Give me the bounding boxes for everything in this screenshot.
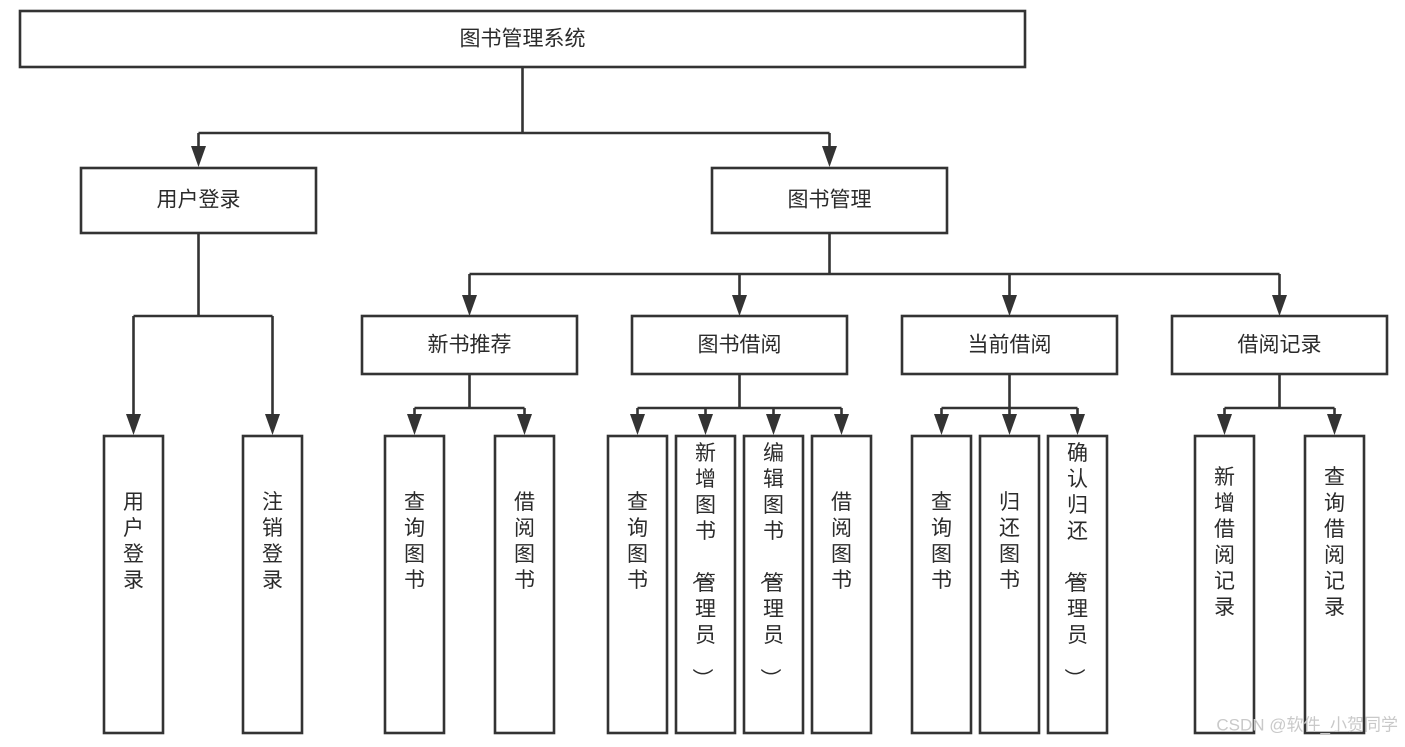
node-leaf-query-book-2-box[interactable] — [606, 434, 669, 735]
node-leaf-borrow-book-1-label: 借阅图书 — [514, 491, 535, 592]
node-leaf-return-book[interactable]: 归还图书 — [978, 434, 1041, 735]
arrow-head-new-book-recommend — [462, 295, 477, 316]
node-leaf-edit-book[interactable]: 编辑图书（管理员） — [742, 434, 805, 735]
node-user-login-label: 用户登录 — [157, 189, 241, 212]
node-leaf-add-record[interactable]: 新增借阅记录 — [1193, 434, 1256, 735]
node-leaf-logout-login-label: 注销登录 — [262, 491, 283, 592]
node-borrow-record-box[interactable] — [1170, 314, 1389, 376]
node-leaf-logout-login-box[interactable] — [241, 434, 304, 735]
arrow-head-user-login — [191, 146, 206, 167]
node-leaf-query-book-3-label: 查询图书 — [931, 491, 952, 592]
node-leaf-user-login-box[interactable] — [102, 434, 165, 735]
node-leaf-borrow-book-2-box[interactable] — [810, 434, 873, 735]
node-leaf-return-book-label: 归还图书 — [999, 491, 1020, 592]
node-leaf-query-book-1-label: 查询图书 — [404, 491, 425, 592]
node-leaf-add-book-box[interactable] — [674, 434, 737, 735]
arrow-head-leaf-confirm-return — [1070, 414, 1085, 435]
arrow-head-leaf-edit-book — [766, 414, 781, 435]
node-leaf-logout-login[interactable]: 注销登录 — [241, 434, 304, 735]
node-user-login[interactable]: 用户登录 — [79, 166, 318, 235]
node-current-borrow-label: 当前借阅 — [968, 334, 1052, 357]
arrow-head-leaf-query-book-3 — [934, 414, 949, 435]
arrow-head-leaf-query-record — [1327, 414, 1342, 435]
node-leaf-borrow-book-1-box[interactable] — [493, 434, 556, 735]
node-new-book-recommend-label: 新书推荐 — [428, 334, 512, 357]
arrow-head-leaf-user-login — [126, 414, 141, 435]
node-leaf-add-record-box[interactable] — [1193, 434, 1256, 735]
arrow-head-leaf-logout-login — [265, 414, 280, 435]
node-book-borrow[interactable]: 图书借阅 — [630, 314, 849, 376]
node-leaf-confirm-return[interactable]: 确认归还（管理员） — [1046, 434, 1109, 735]
node-user-login-box[interactable] — [79, 166, 318, 235]
node-leaf-query-record[interactable]: 查询借阅记录 — [1303, 434, 1366, 735]
node-leaf-add-book[interactable]: 新增图书（管理员） — [674, 434, 737, 735]
connector-layer — [126, 67, 1342, 435]
node-leaf-confirm-return-box[interactable] — [1046, 434, 1109, 735]
node-leaf-edit-book-label: 编辑图书（管理员） — [758, 442, 784, 689]
node-book-borrow-box[interactable] — [630, 314, 849, 376]
node-current-borrow-box[interactable] — [900, 314, 1119, 376]
node-new-book-recommend[interactable]: 新书推荐 — [360, 314, 579, 376]
node-leaf-query-record-label: 查询借阅记录 — [1324, 466, 1345, 619]
node-borrow-record-label: 借阅记录 — [1238, 334, 1322, 357]
node-leaf-add-record-label: 新增借阅记录 — [1214, 466, 1235, 619]
node-root-box[interactable] — [18, 9, 1027, 69]
node-leaf-query-book-1-box[interactable] — [383, 434, 446, 735]
arrow-head-book-borrow — [732, 295, 747, 316]
arrow-head-leaf-borrow-book-2 — [834, 414, 849, 435]
node-book-manage-box[interactable] — [710, 166, 949, 235]
arrow-head-book-manage — [822, 146, 837, 167]
node-leaf-borrow-book-1[interactable]: 借阅图书 — [493, 434, 556, 735]
node-leaf-confirm-return-label: 确认归还（管理员） — [1062, 442, 1088, 689]
node-leaf-return-book-box[interactable] — [978, 434, 1041, 735]
arrow-head-leaf-query-book-2 — [630, 414, 645, 435]
node-book-manage[interactable]: 图书管理 — [710, 166, 949, 235]
arrow-head-leaf-borrow-book-1 — [517, 414, 532, 435]
node-leaf-query-book-1[interactable]: 查询图书 — [383, 434, 446, 735]
node-borrow-record[interactable]: 借阅记录 — [1170, 314, 1389, 376]
node-root-label: 图书管理系统 — [460, 28, 586, 51]
node-leaf-add-book-label: 新增图书（管理员） — [690, 442, 716, 689]
arrow-head-leaf-add-record — [1217, 414, 1232, 435]
node-root[interactable]: 图书管理系统 — [18, 9, 1027, 69]
arrow-head-leaf-return-book — [1002, 414, 1017, 435]
node-new-book-recommend-box[interactable] — [360, 314, 579, 376]
csdn-watermark: CSDN @软件_小贺同学 — [1216, 715, 1398, 734]
node-leaf-edit-book-box[interactable] — [742, 434, 805, 735]
node-current-borrow[interactable]: 当前借阅 — [900, 314, 1119, 376]
node-leaf-borrow-book-2[interactable]: 借阅图书 — [810, 434, 873, 735]
node-leaf-query-record-box[interactable] — [1303, 434, 1366, 735]
node-book-manage-label: 图书管理 — [788, 189, 872, 212]
node-leaf-user-login-label: 用户登录 — [123, 491, 144, 592]
node-leaf-query-book-3-box[interactable] — [910, 434, 973, 735]
node-leaf-query-book-2[interactable]: 查询图书 — [606, 434, 669, 735]
node-leaf-query-book-2-label: 查询图书 — [627, 491, 648, 592]
arrow-head-current-borrow — [1002, 295, 1017, 316]
node-leaf-query-book-3[interactable]: 查询图书 — [910, 434, 973, 735]
node-leaf-user-login[interactable]: 用户登录 — [102, 434, 165, 735]
node-leaf-borrow-book-2-label: 借阅图书 — [831, 491, 852, 592]
arrow-head-leaf-query-book-1 — [407, 414, 422, 435]
arrow-head-leaf-add-book — [698, 414, 713, 435]
node-book-borrow-label: 图书借阅 — [698, 334, 782, 357]
arrow-head-borrow-record — [1272, 295, 1287, 316]
